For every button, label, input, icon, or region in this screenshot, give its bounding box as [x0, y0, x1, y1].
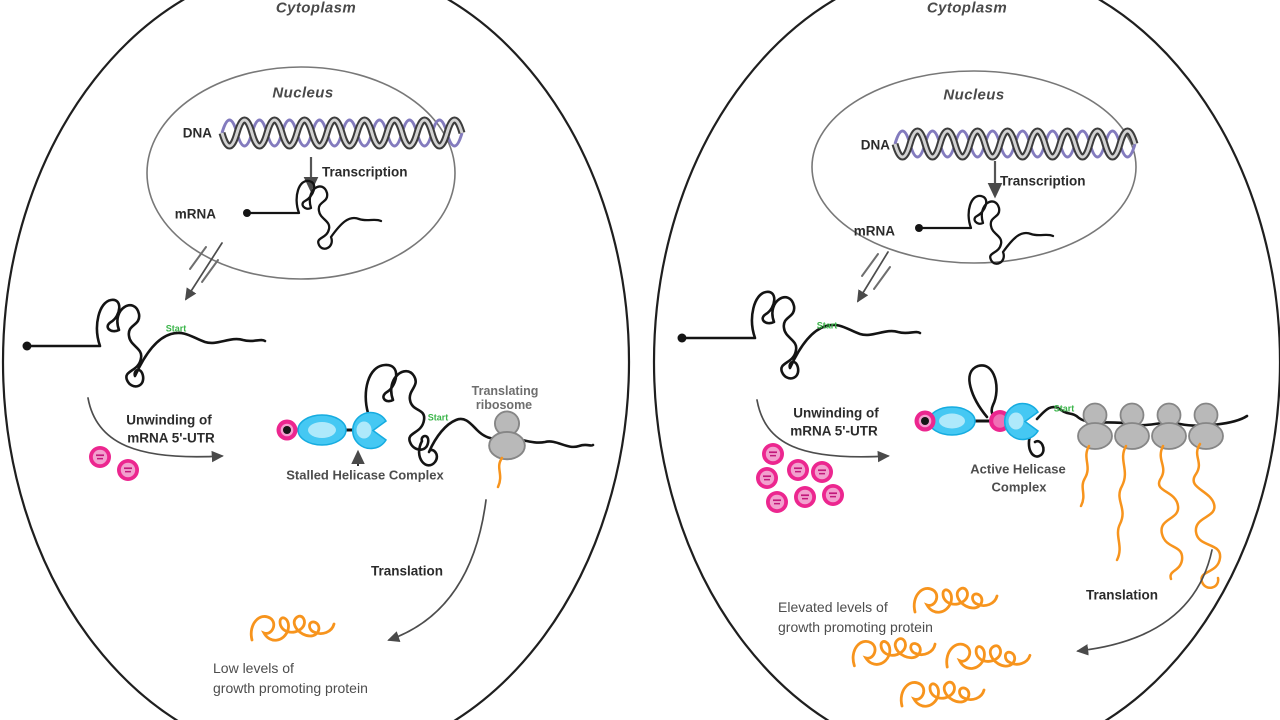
nascent-chain	[1079, 444, 1091, 508]
subunit-icon	[766, 491, 788, 513]
mrna-cap	[914, 410, 936, 432]
mrna-label: mRNA	[853, 223, 895, 239]
complex-label-line2: Complex	[991, 479, 1047, 495]
start-codon-label: Start	[1053, 403, 1075, 414]
complex-label: Stalled Helicase Complex	[286, 467, 444, 483]
transcription-label: Transcription	[322, 164, 408, 180]
polysome	[1077, 402, 1224, 590]
stalled-helicase-complex	[276, 363, 595, 467]
outcome-label-line1: Elevated levels of	[778, 599, 888, 615]
subunit-icon	[787, 459, 809, 481]
nascent-chain	[496, 456, 504, 489]
nucleus-label: Nucleus	[272, 84, 334, 102]
complex-label-line1: Active Helicase	[970, 461, 1066, 477]
nascent-chain	[1192, 442, 1222, 590]
eif-oval-highlight	[939, 413, 965, 429]
transcription-label: Transcription	[1000, 173, 1086, 189]
outcome-label-line2: growth promoting protein	[778, 619, 933, 635]
nuclear-export-arrow	[857, 251, 891, 303]
subunit-icon	[762, 443, 784, 465]
unwinding-label-line2: mRNA 5'-UTR	[790, 423, 878, 439]
small-loop	[1027, 431, 1045, 458]
nascent-chain	[1157, 444, 1184, 581]
subunit-icon	[811, 461, 833, 483]
nuclear-envelope	[811, 70, 1137, 264]
outcome-label-line2: growth promoting protein	[213, 680, 368, 696]
subunit-icon	[117, 459, 139, 481]
unwinding-arrow	[756, 399, 890, 463]
start-codon-label: Start	[816, 320, 838, 331]
ribosome-label-line2: ribosome	[475, 397, 533, 412]
nuclear-export-arrow	[184, 242, 223, 301]
left-cell	[1, 0, 631, 720]
unwinding-label-line2: mRNA 5'-UTR	[127, 430, 215, 446]
unwinding-label-line1: Unwinding of	[793, 405, 879, 421]
ribosome-label-line1: Translating	[471, 383, 539, 398]
mrna-cap	[276, 419, 298, 441]
subunit-icon	[822, 484, 844, 506]
mrna-label: mRNA	[174, 206, 216, 222]
bound-subunit-inner	[993, 414, 1007, 428]
right-cell	[652, 0, 1280, 720]
translation-arrow	[387, 499, 487, 643]
start-codon-label: Start	[427, 412, 449, 423]
dna-label: DNA	[860, 137, 890, 153]
unwinding-label-line1: Unwinding of	[126, 412, 212, 428]
translation-label: Translation	[1085, 587, 1159, 603]
subunit-icon	[89, 446, 111, 468]
helicase-highlight	[1008, 412, 1024, 430]
outcome-label-line1: Low levels of	[213, 660, 294, 676]
cytoplasm-label: Cytoplasm	[926, 0, 1008, 17]
nucleus-label: Nucleus	[943, 86, 1005, 104]
subunit-icon	[756, 467, 778, 489]
cytoplasm-label: Cytoplasm	[275, 0, 357, 17]
translation-label: Translation	[370, 563, 444, 579]
nascent-chain	[1115, 444, 1128, 562]
translation-arrow	[1076, 549, 1213, 656]
eif-oval-highlight	[308, 422, 336, 438]
unwinding-arrow	[87, 397, 224, 463]
subunit-icon	[794, 486, 816, 508]
helicase-highlight	[356, 421, 372, 439]
dna-label: DNA	[182, 125, 212, 141]
start-codon-label: Start	[165, 323, 187, 334]
